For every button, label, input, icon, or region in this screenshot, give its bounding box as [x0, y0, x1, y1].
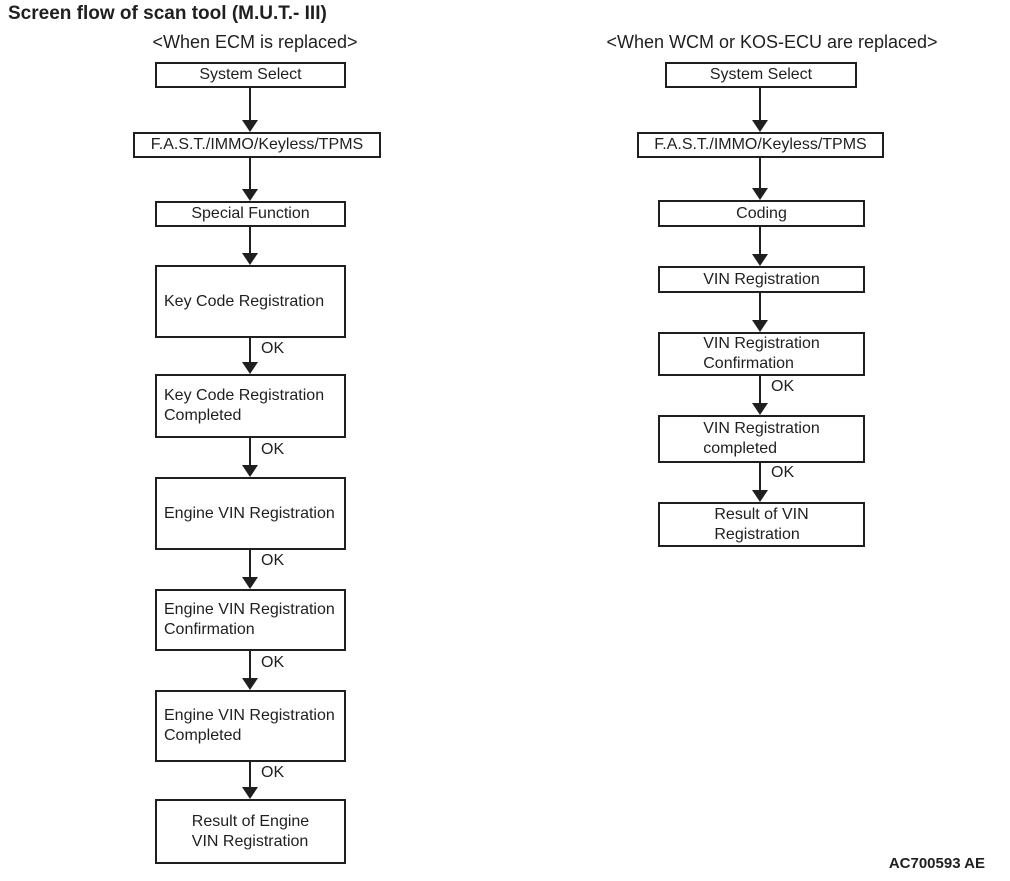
down-arrow [242, 550, 258, 589]
arrow-head-icon [242, 678, 258, 690]
figure-code: AC700593 AE [888, 855, 985, 872]
down-arrow [242, 651, 258, 690]
flow-node-right-result-of-vin-registration: Result of VIN Registration [658, 502, 865, 547]
arrow-head-icon [242, 577, 258, 589]
node-label: Engine VIN Registration Completed [164, 707, 335, 744]
ok-label: OK [771, 378, 795, 395]
node-label: VIN Registration Confirmation [703, 335, 820, 372]
down-arrow [752, 376, 768, 415]
arrow-shaft [759, 376, 761, 404]
node-label: Coding [736, 204, 787, 222]
arrow-head-icon [242, 787, 258, 799]
flow-node-right-vin-registration-completed: VIN Registration completed [658, 415, 865, 463]
ok-label: OK [771, 464, 795, 481]
node-label: Key Code Registration Completed [164, 387, 325, 424]
node-label: Special Function [191, 205, 310, 222]
flow-node-right-fast-immo-keyless-tpms: F.A.S.T./IMMO/Keyless/TPMS [637, 132, 884, 158]
arrow-shaft [249, 338, 251, 363]
arrow-head-icon [752, 120, 768, 132]
node-label: System Select [199, 66, 302, 83]
flow-node-left-key-code-registration-completed: Key Code Registration Completed [155, 374, 346, 438]
arrow-shaft [249, 550, 251, 578]
down-arrow [752, 158, 768, 200]
arrow-shaft [249, 158, 251, 190]
down-arrow [752, 88, 768, 132]
flow-node-right-system-select: System Select [665, 62, 857, 88]
arrow-shaft [249, 227, 251, 254]
arrow-shaft [249, 762, 251, 788]
diagram-title: Screen flow of scan tool (M.U.T.- III) [8, 3, 327, 24]
node-label: Engine VIN Registration [164, 504, 335, 522]
ok-label: OK [261, 340, 285, 357]
left-flow-header: <When ECM is replaced> [152, 32, 358, 52]
arrow-head-icon [242, 253, 258, 265]
down-arrow [752, 227, 768, 266]
arrow-head-icon [242, 465, 258, 477]
ok-label: OK [261, 441, 285, 458]
flow-node-left-key-code-registration: Key Code Registration [155, 265, 346, 338]
arrow-shaft [759, 158, 761, 189]
flow-node-left-fast-immo-keyless-tpms: F.A.S.T./IMMO/Keyless/TPMS [133, 132, 381, 158]
down-arrow [242, 338, 258, 374]
node-label: Key Code Registration [164, 292, 325, 310]
arrow-shaft [759, 463, 761, 491]
node-label: Result of Engine VIN Registration [191, 812, 310, 850]
ok-label: OK [261, 552, 285, 569]
arrow-head-icon [752, 490, 768, 502]
arrow-head-icon [242, 189, 258, 201]
arrow-shaft [759, 227, 761, 255]
down-arrow [242, 227, 258, 265]
arrow-shaft [249, 651, 251, 679]
node-label: Engine VIN Registration Confirmation [164, 601, 335, 638]
down-arrow [242, 88, 258, 132]
node-label: System Select [709, 66, 813, 83]
arrow-head-icon [752, 188, 768, 200]
arrow-head-icon [752, 403, 768, 415]
flow-node-left-engine-vin-registration-confirmation: Engine VIN Registration Confirmation [155, 589, 346, 651]
down-arrow [242, 438, 258, 477]
arrow-shaft [759, 88, 761, 121]
arrow-head-icon [242, 120, 258, 132]
arrow-head-icon [242, 362, 258, 374]
node-label: F.A.S.T./IMMO/Keyless/TPMS [654, 136, 867, 153]
ok-label: OK [261, 654, 285, 671]
ok-label: OK [261, 764, 285, 781]
arrow-head-icon [752, 320, 768, 332]
flow-node-right-vin-registration: VIN Registration [658, 266, 865, 293]
arrow-head-icon [752, 254, 768, 266]
arrow-shaft [759, 293, 761, 321]
flow-node-left-special-function: Special Function [155, 201, 346, 227]
flow-node-left-result-of-engine-vin-registration: Result of Engine VIN Registration [155, 799, 346, 864]
arrow-shaft [249, 88, 251, 121]
flow-node-left-system-select: System Select [155, 62, 346, 88]
node-label: VIN Registration completed [703, 420, 820, 457]
down-arrow [242, 158, 258, 201]
down-arrow [752, 463, 768, 502]
down-arrow [752, 293, 768, 332]
arrow-shaft [249, 438, 251, 466]
right-flow-header: <When WCM or KOS-ECU are replaced> [606, 32, 938, 52]
node-label: VIN Registration [703, 270, 820, 288]
flow-node-left-engine-vin-registration-completed: Engine VIN Registration Completed [155, 690, 346, 762]
flow-node-right-coding: Coding [658, 200, 865, 227]
down-arrow [242, 762, 258, 799]
flow-node-right-vin-registration-confirmation: VIN Registration Confirmation [658, 332, 865, 376]
node-label: Result of VIN Registration [714, 505, 809, 543]
node-label: F.A.S.T./IMMO/Keyless/TPMS [150, 136, 364, 153]
flow-node-left-engine-vin-registration: Engine VIN Registration [155, 477, 346, 550]
